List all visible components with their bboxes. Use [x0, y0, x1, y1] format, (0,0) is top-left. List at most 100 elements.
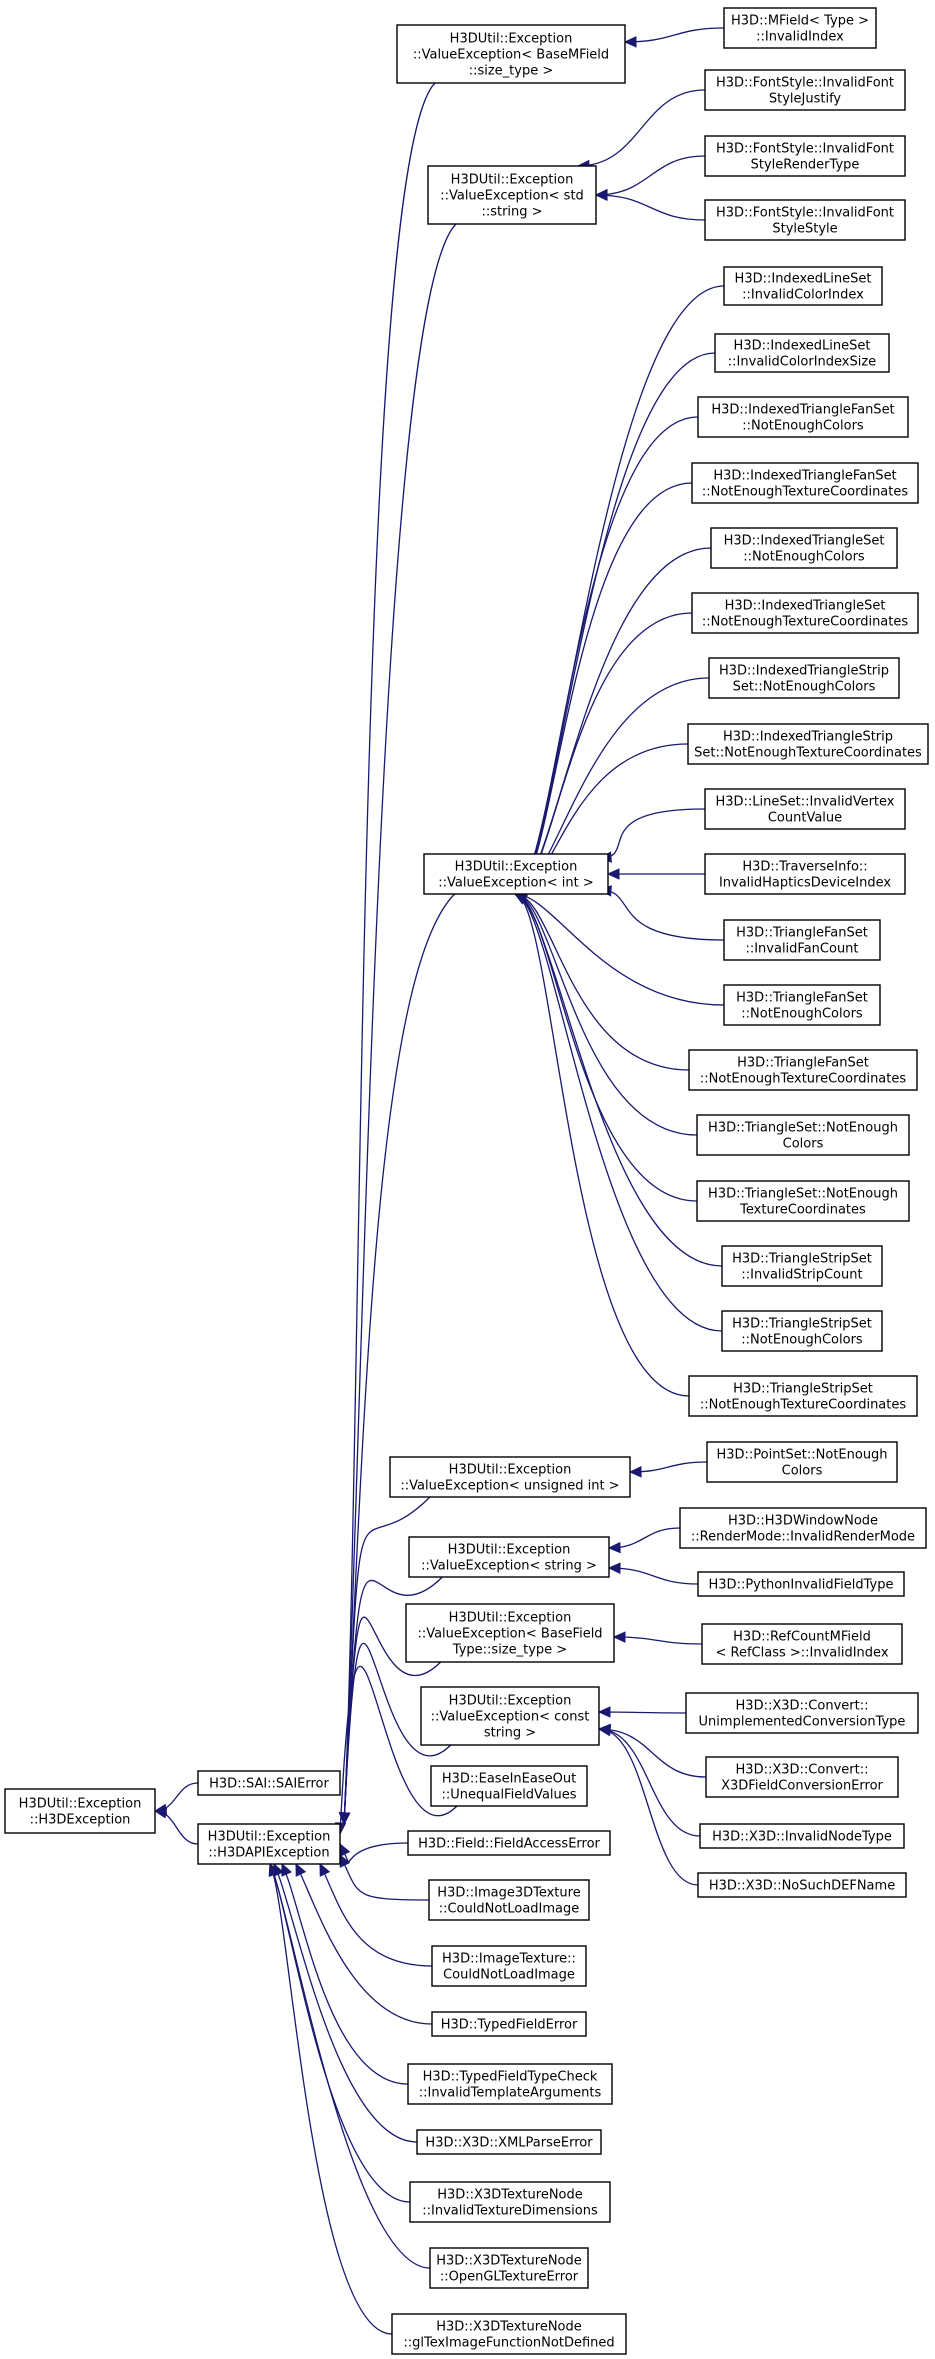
class-box [714, 333, 890, 373]
edge-line [343, 1642, 452, 1825]
class-node-easeineaseout[interactable]: H3D::EaseInEaseOut::UnequalFieldValues [430, 1765, 588, 1807]
arrowhead-icon [606, 868, 620, 880]
class-node-x3d-fieldconversion[interactable]: H3D::X3D::Convert::X3DFieldConversionErr… [705, 1756, 899, 1798]
inherit-edge-traverseinfo [606, 868, 705, 880]
class-node-x3dtexturenode-glteximage[interactable]: H3D::X3DTextureNode::glTexImageFunctionN… [391, 2313, 627, 2355]
inherit-edge-pointset-colors [628, 1461, 708, 1478]
class-node-x3d-invalidnodetype[interactable]: H3D::X3D::InvalidNodeType [699, 1823, 905, 1849]
arrowhead-icon [597, 1706, 611, 1718]
class-node-saierror[interactable]: H3D::SAI::SAIError [197, 1770, 341, 1796]
inherit-edge-ve-int [338, 893, 456, 1826]
class-node-x3dtexturenode-dims[interactable]: H3D::X3DTextureNode::InvalidTextureDimen… [409, 2181, 611, 2223]
class-node-imagetexture[interactable]: H3D::ImageTexture::CouldNotLoadImage [431, 1945, 587, 1987]
class-node-image3dtexture[interactable]: H3D::Image3DTexture::CouldNotLoadImage [428, 1879, 590, 1921]
class-name-line: H3DUtil::Exception [455, 860, 578, 875]
class-name-line: H3D::X3DTextureNode [437, 2188, 583, 2203]
inherit-edge-its-texcoords [513, 612, 693, 896]
inherit-edge-tfs-texcoords [513, 890, 690, 1071]
arrowhead-icon [607, 1562, 621, 1574]
class-node-itss-texcoords[interactable]: H3D::IndexedTriangleStripSet::NotEnoughT… [687, 723, 929, 765]
class-name-line: H3D::H3DWindowNode [728, 1514, 878, 1529]
class-node-x3dtexturenode-opengl[interactable]: H3D::X3DTextureNode::OpenGLTextureError [429, 2247, 589, 2289]
class-node-tfs-colors[interactable]: H3D::TriangleFanSet::NotEnoughColors [723, 984, 881, 1026]
class-node-tss-colors[interactable]: H3D::TriangleStripSet::NotEnoughColors [721, 1310, 883, 1352]
class-node-its-colors[interactable]: H3D::IndexedTriangleSet::NotEnoughColors [710, 527, 898, 569]
class-node-ve-basemfield[interactable]: H3DUtil::Exception::ValueException< Base… [396, 24, 626, 84]
class-box [420, 1686, 600, 1746]
class-node-traverseinfo[interactable]: H3D::TraverseInfo::InvalidHapticsDeviceI… [704, 853, 906, 895]
class-node-ils-invalidcolorindexsize[interactable]: H3D::IndexedLineSet::InvalidColorIndexSi… [714, 333, 890, 373]
class-node-x3d-nosuchdefname[interactable]: H3D::X3D::NoSuchDEFName [697, 1872, 907, 1898]
class-node-h3dwindownode[interactable]: H3D::H3DWindowNode::RenderMode::InvalidR… [679, 1507, 927, 1549]
class-name-line: H3D::FontStyle::InvalidFont [716, 206, 894, 221]
class-node-itfs-colors[interactable]: H3D::IndexedTriangleFanSet::NotEnoughCol… [697, 396, 909, 438]
class-name-line: ::ValueException< std [440, 189, 584, 204]
class-node-h3dexception[interactable]: H3DUtil::Exception::H3DException [4, 1788, 156, 1834]
class-node-x3d-unimplemented[interactable]: H3D::X3D::Convert::UnimplementedConversi… [685, 1692, 919, 1734]
class-node-ve-stdstring[interactable]: H3DUtil::Exception::ValueException< std:… [427, 165, 597, 225]
class-name-line: H3D::IndexedTriangleFanSet [711, 403, 894, 418]
inherit-edge-ts-colors [513, 891, 698, 1136]
class-node-xmlparseerror[interactable]: H3D::X3D::XMLParseError [416, 2129, 602, 2155]
arrowhead-icon [339, 1842, 351, 1857]
class-name-line: ::glTexImageFunctionNotDefined [403, 2336, 614, 2351]
arrowhead-icon [597, 1724, 612, 1737]
class-name-line: H3DUtil::Exception [448, 1543, 571, 1558]
edge-line [608, 1567, 699, 1585]
class-box [697, 396, 909, 438]
class-box [704, 788, 906, 830]
class-node-ts-texcoords[interactable]: H3D::TriangleSet::NotEnoughTextureCoordi… [696, 1180, 910, 1222]
class-name-line: H3D::X3D::InvalidNodeType [712, 1830, 892, 1845]
class-box [688, 1049, 918, 1091]
class-name-line: H3D::TypedFieldTypeCheck [423, 2070, 598, 2085]
class-name-line: H3D::TriangleSet::NotEnough [708, 1121, 898, 1136]
class-node-tfs-fancount[interactable]: H3D::TriangleFanSet::InvalidFanCount [723, 919, 881, 961]
class-box [704, 199, 906, 241]
class-box [723, 984, 881, 1026]
class-node-fontstyle-rendertype[interactable]: H3D::FontStyle::InvalidFontStyleRenderTy… [704, 135, 906, 177]
class-box [721, 1310, 883, 1352]
class-node-ve-unsignedint[interactable]: H3DUtil::Exception::ValueException< unsi… [389, 1456, 631, 1498]
class-node-ve-conststring[interactable]: H3DUtil::Exception::ValueException< cons… [420, 1686, 600, 1746]
class-node-tss-stripcount[interactable]: H3D::TriangleStripSet::InvalidStripCount [721, 1245, 883, 1287]
class-node-ils-invalidcolorindex[interactable]: H3D::IndexedLineSet::InvalidColorIndex [723, 266, 883, 306]
class-node-typedfieldtypecheck[interactable]: H3D::TypedFieldTypeCheck::InvalidTemplat… [407, 2063, 613, 2105]
inheritance-edges [153, 27, 725, 2335]
class-name-line: ::H3DException [30, 1813, 131, 1828]
class-node-h3dapiexception[interactable]: H3DUtil::Exception::H3DAPIException [197, 1823, 341, 1865]
inherit-edge-h3dapiexception [153, 1807, 199, 1845]
class-node-itfs-texcoords[interactable]: H3D::IndexedTriangleFanSet::NotEnoughTex… [691, 462, 919, 504]
class-name-line: H3DUtil::Exception [450, 32, 573, 47]
class-box [197, 1770, 341, 1796]
class-node-ts-colors[interactable]: H3D::TriangleSet::NotEnoughColors [696, 1114, 910, 1156]
class-name-line: Colors [782, 1464, 823, 1479]
edge-line [514, 893, 690, 1397]
edge-line [269, 1863, 393, 2335]
inherit-edge-typedfielderror [295, 1862, 433, 2025]
class-node-itss-colors[interactable]: H3D::IndexedTriangleStripSet::NotEnoughC… [708, 657, 900, 699]
class-node-typedfielderror[interactable]: H3D::TypedFieldError [431, 2011, 587, 2037]
class-node-ve-int[interactable]: H3DUtil::Exception::ValueException< int … [423, 853, 609, 895]
class-node-fieldaccesserror[interactable]: H3D::Field::FieldAccessError [407, 1830, 611, 1856]
class-node-python-invalidfieldtype[interactable]: H3D::PythonInvalidFieldType [697, 1571, 905, 1597]
class-node-mfield-invalidindex[interactable]: H3D::MField< Type >::InvalidIndex [723, 7, 877, 49]
edge-line [598, 1728, 707, 1778]
class-node-ve-string[interactable]: H3DUtil::Exception::ValueException< stri… [408, 1536, 610, 1578]
class-node-ve-basefield[interactable]: H3DUtil::Exception::ValueException< Base… [405, 1603, 615, 1663]
edge-line [613, 1636, 703, 1645]
class-node-its-texcoords[interactable]: H3D::IndexedTriangleSet::NotEnoughTextur… [691, 592, 919, 634]
class-box [704, 135, 906, 177]
class-name-line: ::InvalidFanCount [745, 942, 858, 957]
class-name-line: H3DUtil::Exception [208, 1830, 331, 1845]
class-node-pointset-colors[interactable]: H3D::PointSet::NotEnoughColors [706, 1441, 898, 1483]
class-node-refcountmfield[interactable]: H3D::RefCountMField< RefClass >::Invalid… [701, 1623, 903, 1665]
class-name-line: H3D::PythonInvalidFieldType [709, 1578, 894, 1593]
class-name-line: H3D::FontStyle::InvalidFont [716, 142, 894, 157]
class-node-tss-texcoords[interactable]: H3D::TriangleStripSet::NotEnoughTextureC… [688, 1375, 918, 1417]
class-node-tfs-texcoords[interactable]: H3D::TriangleFanSet::NotEnoughTextureCoo… [688, 1049, 918, 1091]
class-name-line: Set::NotEnoughTextureCoordinates [694, 746, 922, 761]
class-name-line: ::InvalidIndex [756, 30, 844, 45]
